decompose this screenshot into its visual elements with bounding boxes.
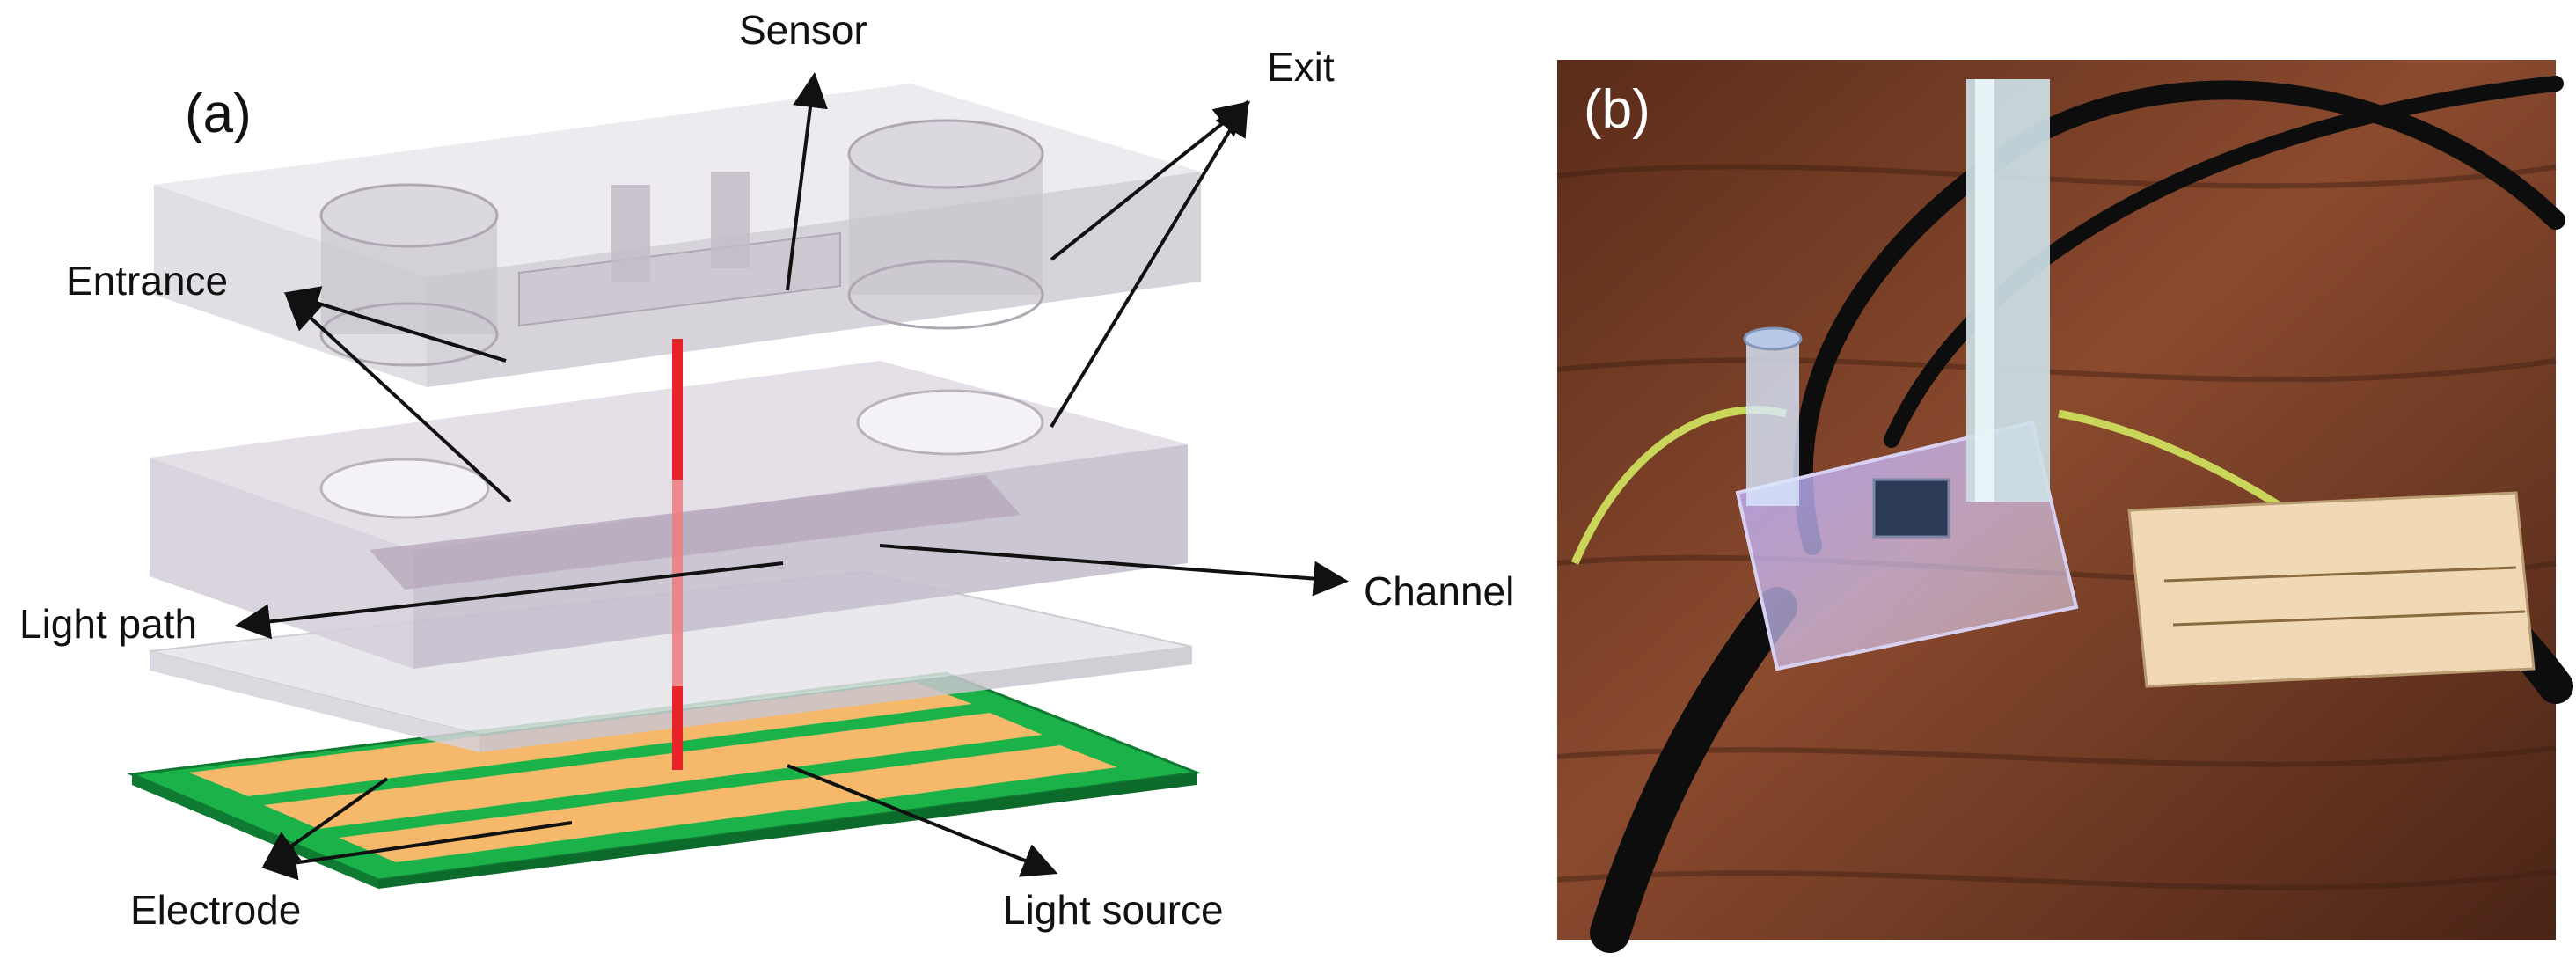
middle-layer xyxy=(150,361,1188,669)
label-channel: Channel xyxy=(1364,568,1514,614)
exit-cylinder xyxy=(847,119,1044,330)
label-light-path: Light path xyxy=(19,601,197,647)
annotation-arrows xyxy=(235,72,1349,881)
printed-electrode xyxy=(2127,491,2536,688)
arrow-light-source xyxy=(787,764,1058,877)
sensor-element xyxy=(1872,478,1950,539)
arrow-exit-bottom xyxy=(1050,99,1249,429)
label-electrode: Electrode xyxy=(130,887,301,933)
panel-b-photo: (b) xyxy=(1556,60,2573,953)
arrow-entrance-top xyxy=(283,286,507,363)
exit-hole xyxy=(856,389,1044,456)
sensor-pin-left xyxy=(611,185,650,282)
top-layer xyxy=(154,84,1201,387)
arrow-electrode-bottom xyxy=(261,821,573,881)
label-entrance: Entrance xyxy=(66,258,228,304)
sensor-pin-right xyxy=(711,172,750,268)
arrow-entrance-bottom xyxy=(285,294,512,503)
arrow-sensor xyxy=(786,72,828,291)
entrance-tube xyxy=(1743,326,1803,506)
bottom-layer xyxy=(149,570,1193,752)
entrance-hole xyxy=(319,458,490,519)
label-sensor: Sensor xyxy=(739,7,867,53)
panel-a: (a) Sensor Exit Entrance Channel Light p… xyxy=(19,7,1514,933)
label-light-source: Light source xyxy=(1003,887,1224,933)
label-exit: Exit xyxy=(1267,44,1335,90)
arrow-channel xyxy=(879,544,1349,597)
panel-a-label: (a) xyxy=(185,84,252,144)
exit-tube xyxy=(1966,79,2050,502)
arrow-light-path xyxy=(235,561,784,640)
panel-b-label: (b) xyxy=(1584,79,1650,140)
arrow-exit-top xyxy=(1050,101,1251,261)
